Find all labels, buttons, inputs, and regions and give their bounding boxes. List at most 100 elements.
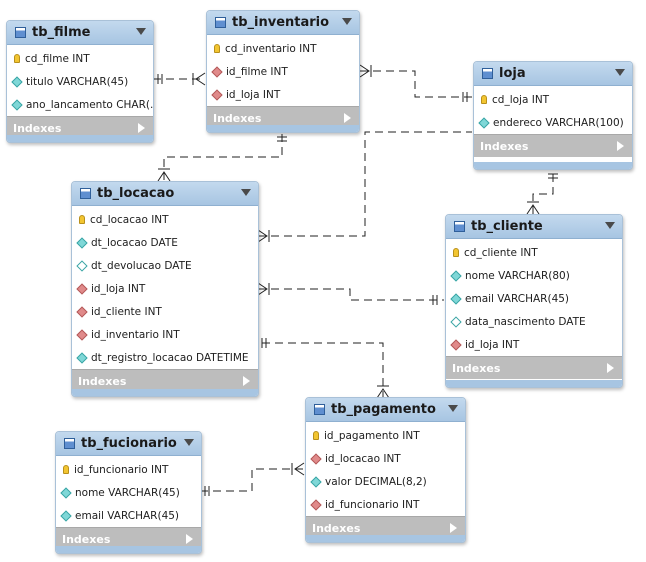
column-row[interactable]: id_loja INT [446, 333, 622, 356]
foreign-key-icon [76, 305, 88, 318]
table-header[interactable]: loja [474, 62, 632, 86]
column-row[interactable]: cd_filme INT [7, 47, 153, 70]
foreign-key-icon [76, 282, 88, 295]
column-row[interactable]: cd_loja INT [474, 88, 632, 111]
expand-arrow-icon[interactable] [243, 376, 250, 386]
table-footer [56, 546, 201, 553]
column-row[interactable]: id_filme INT [207, 60, 359, 83]
indexes-bar[interactable]: Indexes [72, 369, 258, 392]
column-row[interactable]: email VARCHAR(45) [446, 287, 622, 310]
column-row[interactable]: id_cliente INT [72, 300, 258, 323]
indexes-bar[interactable]: Indexes [306, 516, 465, 539]
column-row[interactable]: id_inventario INT [72, 323, 258, 346]
expand-arrow-icon[interactable] [617, 141, 624, 151]
table-icon [64, 438, 75, 449]
notation-one-inventario [277, 136, 287, 142]
column-text: cd_filme INT [25, 52, 90, 65]
indexes-bar[interactable]: Indexes [207, 106, 359, 129]
indexes-bar[interactable]: Indexes [474, 134, 632, 157]
notation-one-fucionario [204, 486, 210, 496]
notation-many-pagamento [376, 385, 390, 399]
attribute-icon [310, 475, 322, 488]
column-row[interactable]: dt_devolucao DATE [72, 254, 258, 277]
collapse-arrow-icon[interactable] [184, 439, 194, 446]
rel-locacao-loja [258, 131, 472, 237]
indexes-bar[interactable]: Indexes [7, 116, 153, 139]
table-header[interactable]: tb_cliente [446, 215, 622, 239]
table-header[interactable]: tb_locacao [72, 182, 258, 206]
column-row[interactable]: dt_locacao DATE [72, 231, 258, 254]
table-tb_filme[interactable]: tb_filme cd_filme INT titulo VARCHAR(45) an… [6, 20, 154, 143]
collapse-arrow-icon[interactable] [615, 69, 625, 76]
collapse-arrow-icon[interactable] [136, 28, 146, 35]
column-text: id_loja INT [91, 282, 146, 295]
rel-locacao-inventario [163, 132, 283, 180]
column-text: cd_cliente INT [464, 246, 538, 259]
expand-arrow-icon[interactable] [450, 523, 457, 533]
table-header[interactable]: tb_filme [7, 21, 153, 45]
rel-pagamento-locacao [262, 342, 384, 398]
indexes-bar[interactable]: Indexes [56, 527, 201, 550]
column-row[interactable]: valor DECIMAL(8,2) [306, 470, 465, 493]
column-row[interactable]: id_loja INT [207, 83, 359, 106]
attribute-icon [450, 292, 462, 305]
column-row[interactable]: dt_registro_locacao DATETIME [72, 346, 258, 369]
collapse-arrow-icon[interactable] [605, 222, 615, 229]
column-row[interactable]: nome VARCHAR(45) [56, 481, 201, 504]
column-list: cd_cliente INT nome VARCHAR(80)email VARC… [446, 239, 622, 356]
column-row[interactable]: data_nascimento DATE [446, 310, 622, 333]
table-header[interactable]: tb_fucionario [56, 432, 201, 456]
table-header[interactable]: tb_inventario [207, 11, 359, 35]
column-row[interactable]: id_funcionario INT [56, 458, 201, 481]
expand-arrow-icon[interactable] [607, 363, 614, 373]
column-text: valor DECIMAL(8,2) [325, 475, 427, 488]
table-icon [15, 27, 26, 38]
collapse-arrow-icon[interactable] [241, 189, 251, 196]
column-row[interactable]: id_loja INT [72, 277, 258, 300]
notation-one-locacao [261, 338, 267, 348]
attribute-icon [60, 486, 72, 499]
indexes-bar[interactable]: Indexes [446, 356, 622, 379]
notation-many-pagamento-2 [291, 462, 305, 476]
collapse-arrow-icon[interactable] [448, 405, 458, 412]
column-row[interactable]: titulo VARCHAR(45) [7, 70, 153, 93]
attribute-icon [11, 98, 23, 111]
table-name: tb_cliente [471, 219, 543, 234]
table-tb_cliente[interactable]: tb_cliente cd_cliente INT nome VARCHAR(80)… [445, 214, 623, 388]
table-name: tb_filme [32, 25, 91, 40]
column-text: email VARCHAR(45) [75, 509, 180, 522]
table-icon [454, 221, 465, 232]
attribute-icon [60, 509, 72, 522]
column-row[interactable]: email VARCHAR(45) [56, 504, 201, 527]
foreign-key-icon [310, 498, 322, 511]
table-icon [215, 17, 226, 28]
column-row[interactable]: id_funcionario INT [306, 493, 465, 516]
column-text: titulo VARCHAR(45) [26, 75, 129, 88]
expand-arrow-icon[interactable] [344, 113, 351, 123]
expand-arrow-icon[interactable] [138, 123, 145, 133]
column-row[interactable]: cd_cliente INT [446, 241, 622, 264]
column-text: dt_registro_locacao DATETIME [91, 351, 249, 364]
column-row[interactable]: nome VARCHAR(80) [446, 264, 622, 287]
expand-arrow-icon[interactable] [186, 534, 193, 544]
column-row[interactable]: id_locacao INT [306, 447, 465, 470]
collapse-arrow-icon[interactable] [342, 18, 352, 25]
column-row[interactable]: cd_inventario INT [207, 37, 359, 60]
column-row[interactable]: cd_locacao INT [72, 208, 258, 231]
indexes-label: Indexes [213, 111, 262, 125]
table-header[interactable]: tb_pagamento [306, 398, 465, 422]
column-row[interactable]: id_pagamento INT [306, 424, 465, 447]
notation-many-inventario [192, 72, 206, 86]
column-row[interactable]: endereco VARCHAR(100) [474, 111, 632, 134]
table-icon [482, 68, 493, 79]
notation-one-loja [462, 92, 468, 102]
column-row[interactable]: ano_lancamento CHAR(... [7, 93, 153, 116]
